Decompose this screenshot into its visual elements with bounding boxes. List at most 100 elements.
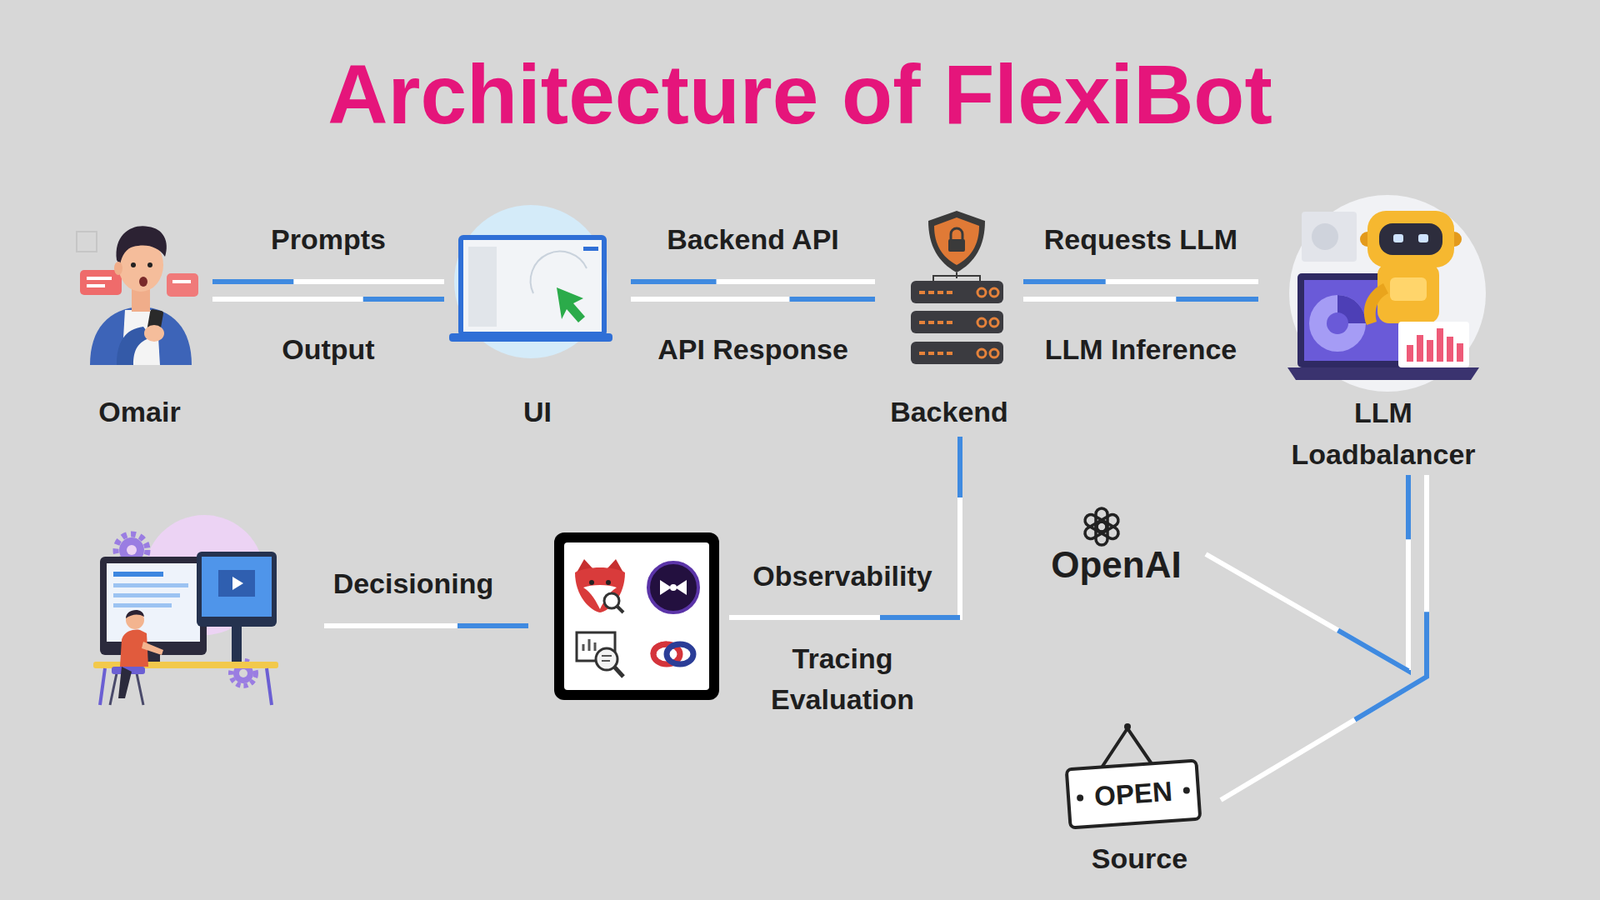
analyst-illustration [125, 610, 145, 619]
connector-highlight [212, 279, 445, 285]
user-illustration [90, 306, 192, 365]
connector [630, 281, 875, 283]
user-illustration [76, 225, 199, 365]
node-label: UI [444, 391, 631, 432]
ui-illustration [460, 237, 605, 335]
server-lights [919, 320, 925, 325]
node-label: OPEN [1066, 760, 1201, 829]
bowtie-icon [660, 580, 672, 595]
bar-chart [1436, 328, 1444, 362]
llm-robot-illustration [1287, 195, 1486, 392]
llm-robot-illustration [1309, 295, 1366, 352]
analyst-illustration [141, 641, 164, 655]
ui-illustration [556, 287, 585, 323]
knot-icon [653, 644, 667, 655]
bar-chart [1406, 345, 1414, 362]
observability-wire [729, 436, 960, 618]
connector [212, 299, 445, 300]
observability-wire [729, 436, 960, 618]
connector-highlight [1023, 279, 1259, 285]
connector [1023, 299, 1259, 300]
open-sign [1101, 728, 1155, 768]
server-lights [946, 290, 953, 295]
server-lights [946, 320, 953, 325]
gear-icon [126, 545, 137, 555]
server-buttons [977, 288, 999, 358]
node-label: Source [1058, 841, 1221, 875]
bowtie-icon [648, 562, 699, 613]
connector-highlight [1220, 475, 1427, 800]
observability-wire [957, 436, 963, 498]
label-anchor: Tracing Evaluation [750, 638, 935, 720]
llm-robot-illustration [1367, 210, 1455, 268]
llm-robot-illustration [1390, 277, 1427, 301]
server-buttons [990, 288, 999, 297]
analyst-illustration [201, 556, 272, 617]
connector-highlight [630, 279, 875, 285]
node-label: LLM Loadbalancer [1266, 391, 1500, 475]
bowtie-icon [675, 580, 687, 595]
node-label: Omair [66, 391, 213, 432]
connector-track [630, 296, 875, 302]
node-label: OpenAI [1026, 545, 1206, 585]
openai-logo [1082, 508, 1120, 545]
server-buttons [990, 318, 999, 327]
fox-icon [575, 559, 625, 613]
openai-node: OpenAI [1026, 500, 1206, 585]
user-illustration [139, 276, 148, 287]
bowtie-icon [670, 584, 677, 591]
decisioning-wire [457, 623, 529, 629]
label-anchor: Decisioning [305, 563, 522, 604]
annotation-label: Tracing Evaluation [750, 638, 935, 720]
connector-track [1023, 296, 1259, 302]
llm-robot-illustration [1393, 234, 1404, 243]
backend-server-illustration [910, 341, 1004, 365]
observability-tools-box [554, 532, 720, 700]
analyst-illustration [100, 556, 207, 655]
edge-label: Output [281, 330, 375, 368]
server-lights [919, 290, 953, 355]
ui-illustration [449, 205, 613, 359]
connector-track [212, 279, 445, 285]
observability-tools-box [564, 542, 710, 690]
server-buttons [977, 288, 986, 297]
connector-highlight [1205, 475, 1409, 671]
connector-track [1023, 279, 1259, 285]
edge-label: LLM Inference [1045, 330, 1237, 368]
server-lights [937, 351, 944, 355]
connector [1023, 281, 1259, 283]
analyst-illustration [218, 570, 255, 597]
backend-server-illustration [910, 280, 1004, 304]
llm-robot-illustration [1301, 211, 1357, 262]
connector [1220, 475, 1427, 800]
llm-robot-illustration [1289, 195, 1486, 392]
server-lights [928, 320, 935, 325]
label-anchor: Observability [734, 555, 951, 596]
open-sign [1066, 723, 1201, 828]
search-chart-icon [614, 666, 624, 677]
bar-chart [1426, 340, 1434, 362]
server-lights [946, 351, 953, 355]
backend-server-illustration [910, 310, 1004, 334]
openai-logo [1082, 512, 1109, 535]
server-lights [937, 290, 944, 295]
observability-wire [880, 615, 960, 620]
llm-robot-illustration [1398, 321, 1470, 368]
user-illustration [86, 284, 105, 288]
analyst-illustration [113, 571, 164, 577]
connector-track [630, 279, 875, 285]
backend-server-illustration [948, 239, 965, 252]
connector-track [1205, 475, 1409, 671]
llm-robot-illustration [1311, 223, 1339, 250]
node-label: Backend [875, 391, 1024, 432]
observability-tools-box [554, 532, 720, 700]
bowtie-icon [648, 562, 699, 613]
analyst-illustration [93, 515, 279, 705]
user-illustration [144, 325, 165, 342]
connector [630, 299, 875, 300]
user-illustration [116, 225, 167, 265]
open-sign-board [1066, 760, 1201, 829]
analyst-illustration [232, 576, 244, 590]
llm-robot-illustration [1418, 234, 1429, 243]
user-illustration [172, 280, 191, 284]
